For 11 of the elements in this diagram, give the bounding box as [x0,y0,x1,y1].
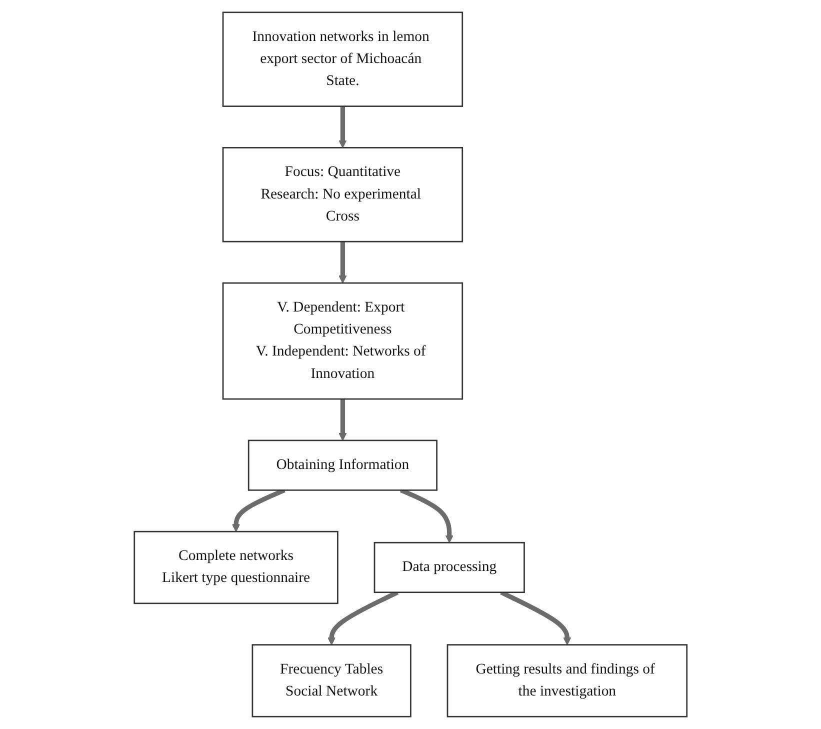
arrow [338,399,347,441]
arrow [338,242,347,284]
node-box: V. Dependent: Export Competitiveness V. Independent: Networks of Innovation [222,282,463,400]
node-box: Getting results and findings of the investigation [446,644,688,718]
node-box: Data processing [374,542,525,594]
arrow [338,106,347,148]
node-box: Innovation networks in lemon export sector of Michoacán State. [222,12,463,107]
node-box: Complete networks Likert type questionnaire [134,530,338,604]
node-box: Frecuency Tables Social Network [252,644,412,718]
node-box: Focus: Quantitative Research: No experimental Cross [222,147,463,242]
node-box: Obtaining Information [248,440,438,491]
